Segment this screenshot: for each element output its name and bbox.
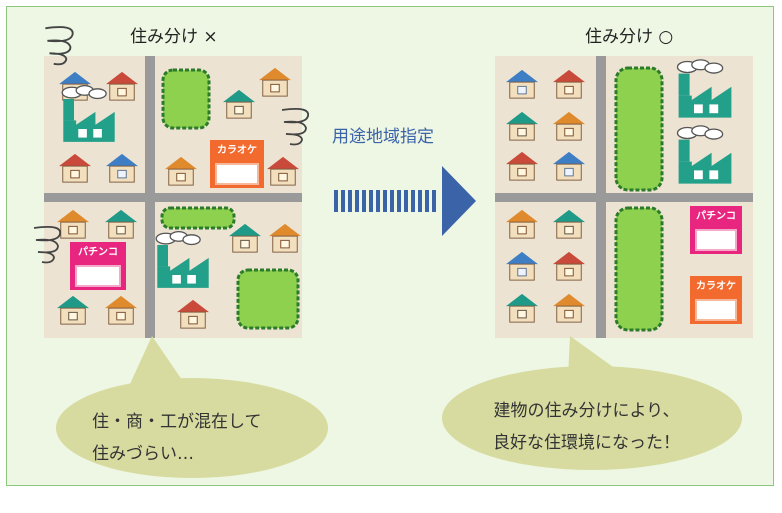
- right-road-horizontal: [495, 193, 753, 202]
- right-speech-bubble: [442, 366, 742, 470]
- park-icon: [160, 206, 236, 230]
- park-icon: [236, 268, 300, 330]
- left-bubble-text: 住・商・工が混在して 住みづらい…: [92, 406, 262, 470]
- mixed-zoning-title: 住み分け ×: [130, 27, 218, 47]
- right-bubble-line: 良好な住環境になった！: [493, 433, 680, 453]
- left-bubble-tail: [130, 336, 182, 384]
- karaoke-sign: カラオケ: [696, 281, 736, 292]
- pachinko-sign: パチンコ: [696, 211, 736, 222]
- zoning-designation-label: 用途地域指定: [332, 127, 434, 147]
- zoned-title: 住み分け ○: [585, 27, 674, 47]
- right-bubble-line: 建物の住み分けにより、: [493, 401, 680, 421]
- left-speech-bubble: [56, 378, 328, 478]
- mixed-town-map: [33, 26, 310, 338]
- left-bubble-line: 住みづらい…: [92, 444, 194, 464]
- right-bubble-text: 建物の住み分けにより、 良好な住環境になった！: [493, 395, 680, 459]
- zoned-town-map: [495, 56, 753, 338]
- park-icon: [614, 66, 664, 192]
- karaoke-sign: カラオケ: [217, 145, 257, 156]
- arrow-head-icon: [442, 166, 476, 236]
- transition-arrow: [334, 166, 476, 236]
- left-bubble-line: 住・商・工が混在して: [92, 412, 262, 432]
- park-icon: [161, 68, 211, 130]
- park-icon: [614, 206, 664, 332]
- pachinko-sign: パチンコ: [78, 247, 118, 258]
- left-road-horizontal: [44, 193, 302, 202]
